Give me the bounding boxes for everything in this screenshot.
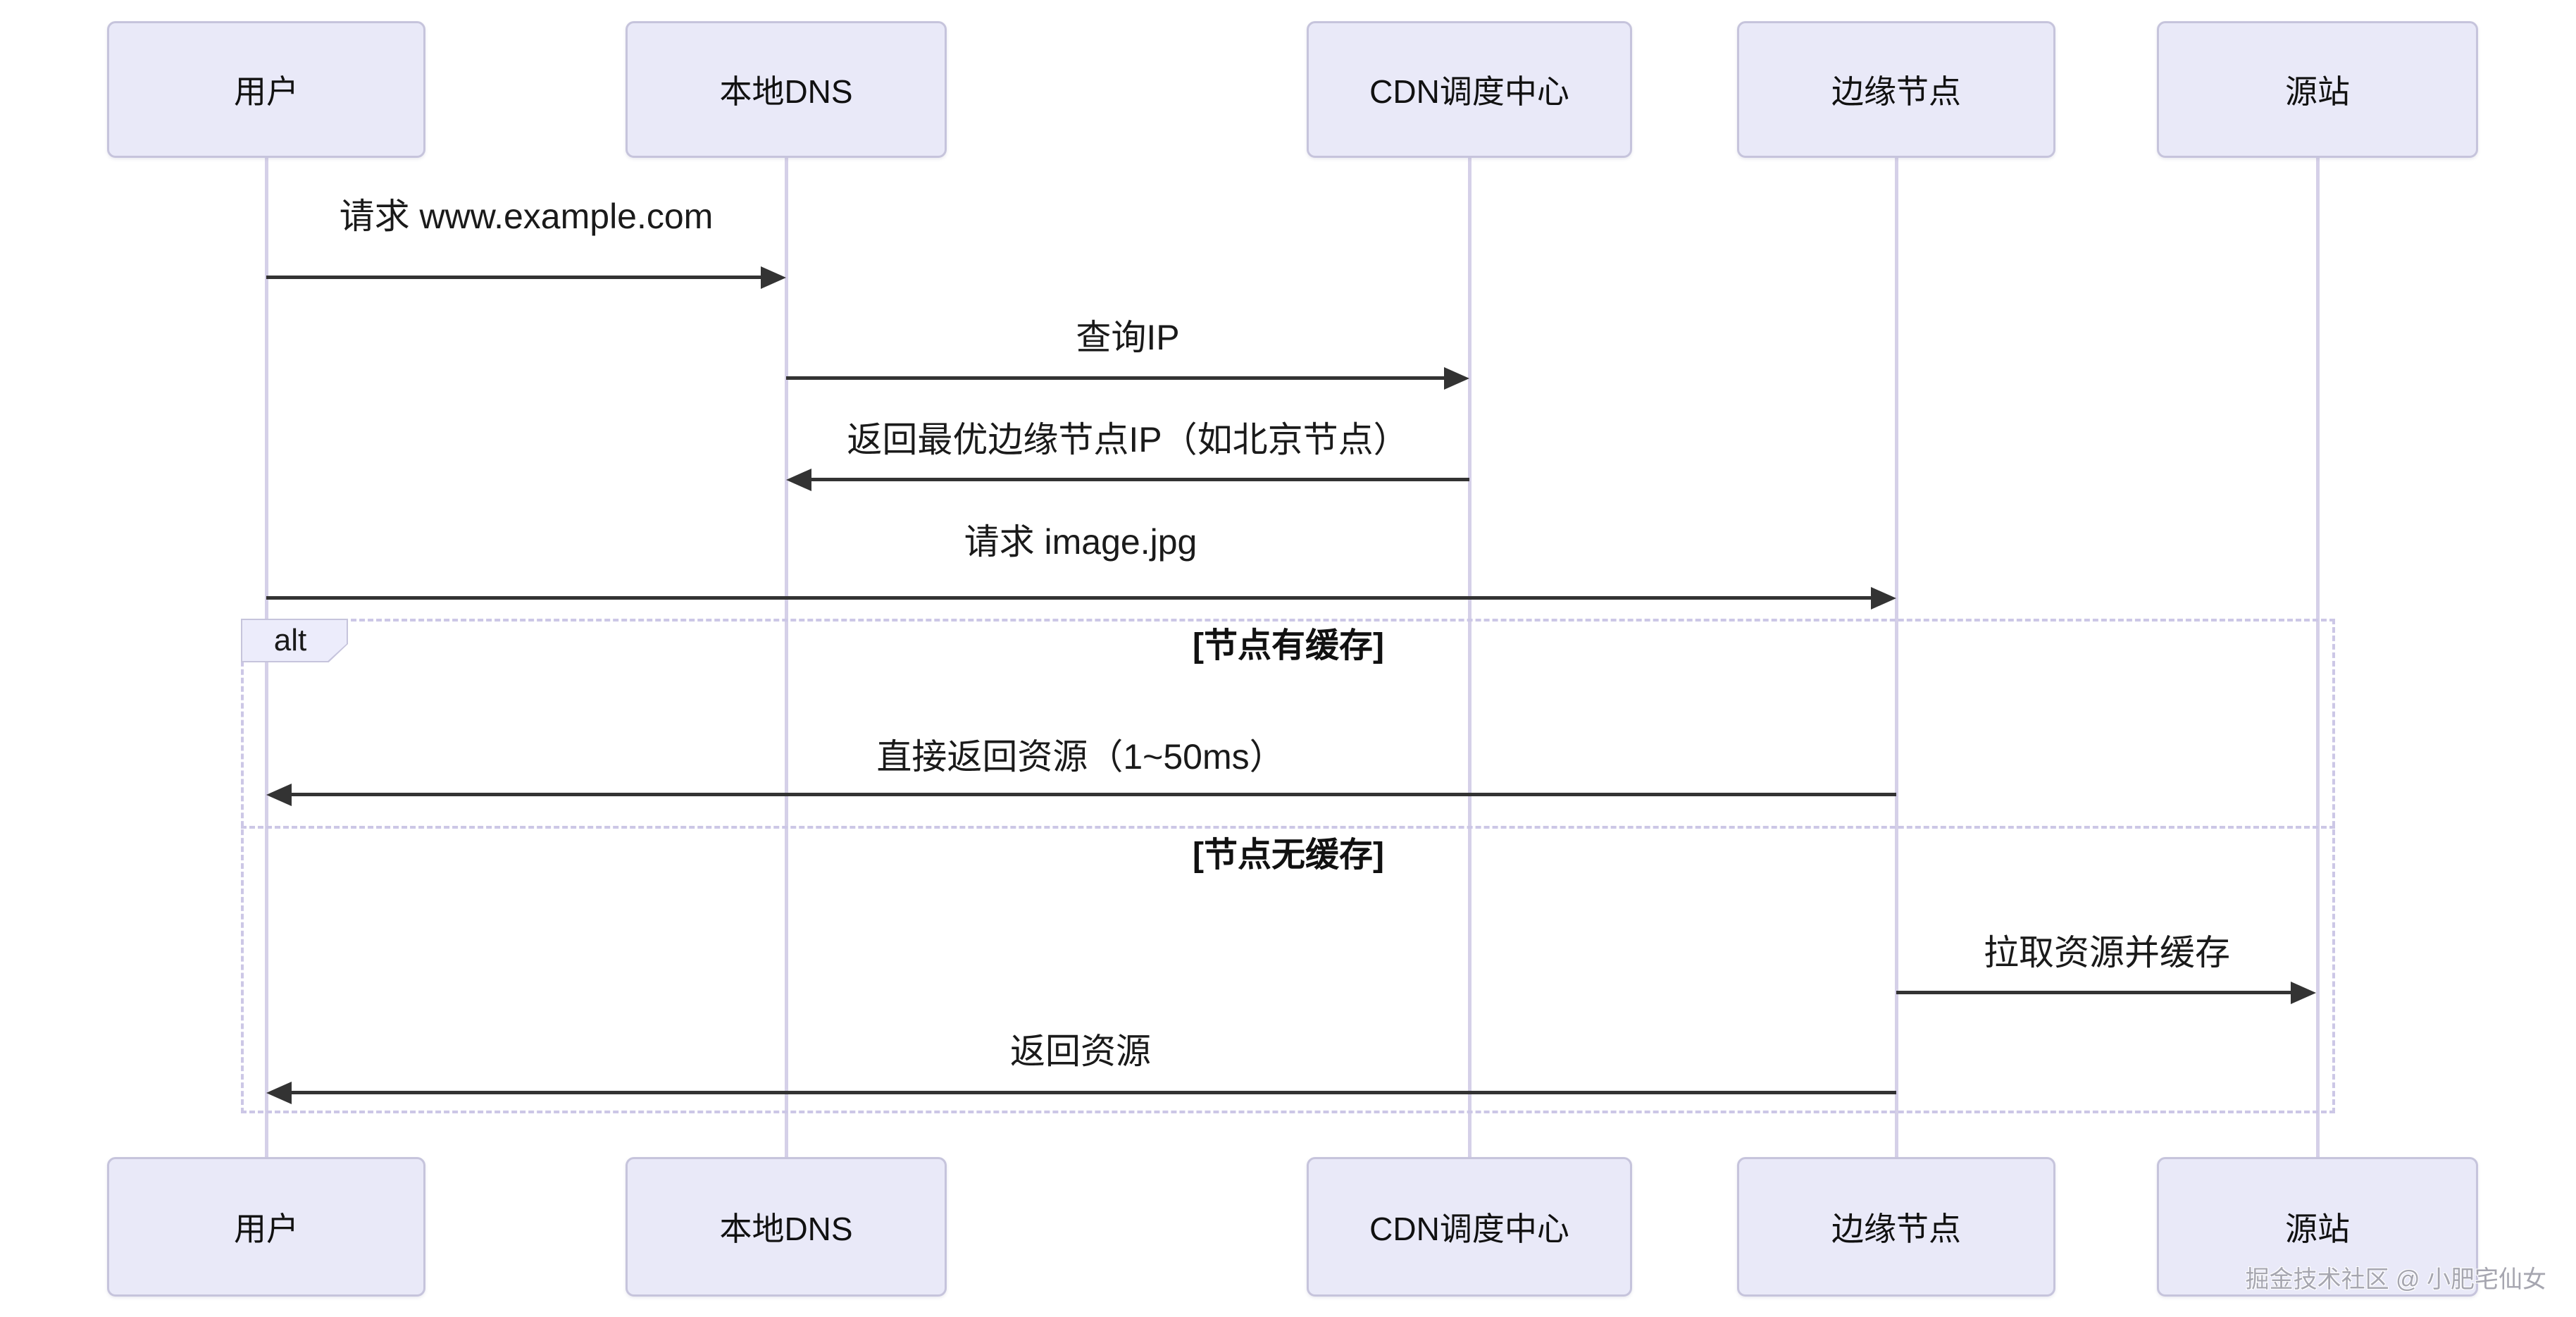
- actor-top-edge-node: 边缘节点: [1737, 21, 2055, 158]
- actor-bottom-user: 用户: [107, 1157, 425, 1297]
- alt-fragment-frame: [241, 619, 2335, 1113]
- actor-label: CDN调度中心: [1369, 73, 1569, 110]
- alt-condition-cached: [节点有缓存]: [1193, 627, 1384, 664]
- message-arrow: [291, 1091, 1896, 1094]
- lifeline-cdn-center: [1468, 156, 1471, 1157]
- message-label: 返回资源: [1010, 1032, 1151, 1071]
- message-arrow: [291, 793, 1896, 796]
- arrowhead: [1871, 587, 1896, 610]
- watermark: 掘金技术社区 @ 小肥宅仙女: [2245, 1266, 2546, 1293]
- actor-bottom-origin: 源站: [2157, 1157, 2478, 1297]
- actor-label: 用户: [234, 1211, 299, 1247]
- actor-label: 本地DNS: [719, 73, 853, 110]
- arrowhead: [266, 784, 292, 806]
- actor-bottom-cdn-center: CDN调度中心: [1307, 1157, 1632, 1297]
- actor-bottom-local-dns: 本地DNS: [626, 1157, 947, 1297]
- actor-label: 边缘节点: [1831, 1211, 1961, 1247]
- actor-bottom-edge-node: 边缘节点: [1737, 1157, 2055, 1297]
- actor-label: CDN调度中心: [1369, 1211, 1569, 1247]
- actor-top-user: 用户: [107, 21, 425, 158]
- alt-condition-uncached: [节点无缓存]: [1193, 836, 1384, 874]
- alt-operator-label: alt: [273, 623, 307, 657]
- arrowhead: [2291, 982, 2316, 1004]
- actor-top-local-dns: 本地DNS: [626, 21, 947, 158]
- actor-label: 用户: [234, 73, 299, 110]
- message-arrow: [809, 478, 1469, 481]
- message-label: 返回最优边缘节点IP（如北京节点）: [847, 420, 1409, 459]
- arrowhead: [786, 469, 811, 491]
- arrowhead: [1444, 367, 1469, 390]
- message-arrow: [266, 276, 764, 279]
- message-label: 拉取资源并缓存: [1984, 933, 2230, 972]
- message-label: 请求 image.jpg: [964, 522, 1197, 562]
- actor-top-origin: 源站: [2157, 21, 2478, 158]
- message-arrow: [786, 376, 1447, 380]
- lifeline-local-dns: [785, 156, 788, 1157]
- arrowhead: [761, 266, 786, 289]
- alt-operator-shape: [241, 619, 348, 662]
- message-label: 直接返回资源（1~50ms）: [876, 737, 1285, 777]
- alt-fragment-divider: [241, 826, 2335, 829]
- lifeline-edge-node: [1895, 156, 1898, 1157]
- actor-top-cdn-center: CDN调度中心: [1307, 21, 1632, 158]
- actor-label: 边缘节点: [1831, 73, 1961, 110]
- message-label: 请求 www.example.com: [339, 197, 714, 236]
- lifeline-origin: [2316, 156, 2320, 1157]
- actor-label: 源站: [2285, 1211, 2350, 1247]
- message-label: 查询IP: [1076, 318, 1180, 357]
- message-arrow: [266, 596, 1874, 600]
- actor-label: 本地DNS: [719, 1211, 853, 1247]
- actor-label: 源站: [2285, 73, 2350, 110]
- message-arrow: [1896, 991, 2294, 994]
- arrowhead: [266, 1082, 292, 1104]
